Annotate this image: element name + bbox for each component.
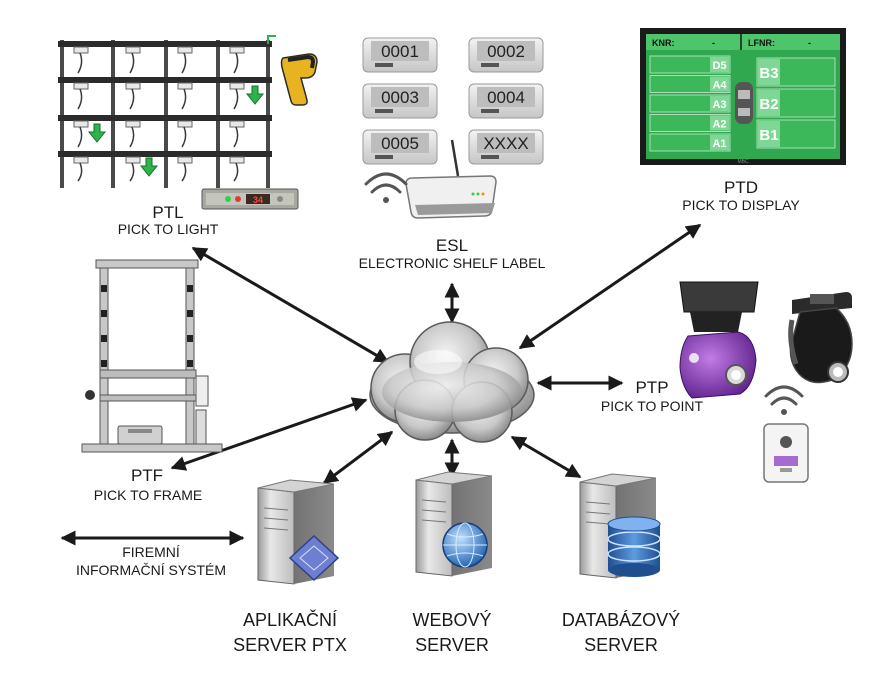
ptf-frame-image bbox=[81, 259, 223, 453]
ptp-wireless-button-image bbox=[763, 423, 809, 483]
esl-label-text: 0002 bbox=[487, 42, 525, 61]
esl-title: ESL bbox=[436, 236, 468, 255]
ptd-right-slot: B2 bbox=[756, 88, 836, 118]
barcode-icon bbox=[375, 63, 393, 67]
ptp-projector-image bbox=[679, 281, 759, 399]
car-icon bbox=[735, 82, 753, 124]
ptd-header-left-label: KNR: bbox=[652, 38, 675, 48]
esl-subtitle: ELECTRONIC SHELF LABEL bbox=[359, 255, 546, 271]
esl-label-text: 0001 bbox=[381, 42, 419, 61]
db-server-line2: SERVER bbox=[584, 635, 658, 655]
barcode-icon bbox=[481, 63, 499, 67]
wifi-icon bbox=[364, 172, 408, 203]
connection-arrows bbox=[60, 223, 702, 546]
ptd-header-left-value: - bbox=[712, 38, 715, 48]
ptd-left-slot: D5 bbox=[649, 55, 731, 74]
ptd-title: PTD bbox=[724, 178, 758, 197]
ptd-slot-label: B3 bbox=[759, 65, 778, 82]
barcode-icon bbox=[375, 155, 393, 159]
ptl-subtitle: PICK TO LIGHT bbox=[118, 221, 219, 237]
esl-label: 0001 bbox=[362, 37, 438, 73]
esl-label-text: XXXX bbox=[483, 134, 528, 153]
esl-label: XXXX bbox=[468, 129, 544, 165]
arrow-ptl-cloud bbox=[191, 246, 390, 364]
green-pick-arrow-icon bbox=[87, 85, 265, 177]
ptl-title: PTL bbox=[152, 203, 183, 222]
web-server-line2: SERVER bbox=[415, 635, 489, 655]
barcode-scanner-icon bbox=[280, 53, 318, 106]
moving-head-light-image bbox=[788, 292, 853, 384]
arrow-ptd-cloud bbox=[518, 223, 702, 350]
esl-label: 0004 bbox=[468, 83, 544, 119]
ptd-slot-label: D5 bbox=[712, 60, 726, 72]
barcode-icon bbox=[375, 109, 393, 113]
ptl-rack-image: 34 bbox=[58, 35, 318, 210]
ptd-left-slot: A1 bbox=[649, 133, 731, 152]
ptp-subtitle: PICK TO POINT bbox=[601, 398, 704, 414]
app-server-line1: APLIKAČNÍ bbox=[243, 609, 337, 630]
db-server-line1: DATABÁZOVÝ bbox=[562, 610, 680, 630]
esl-label-text: 0005 bbox=[381, 134, 419, 153]
ptd-left-slot: A3 bbox=[649, 94, 731, 113]
arrow-db-cloud bbox=[510, 435, 582, 479]
web-server-image bbox=[415, 471, 493, 577]
fis-line2: INFORMAČNÍ SYSTÉM bbox=[76, 562, 226, 578]
wifi-icon bbox=[764, 385, 804, 415]
esl-label-text: 0004 bbox=[487, 88, 525, 107]
app-server-line2: SERVER PTX bbox=[233, 635, 347, 655]
arrow-ptf-cloud bbox=[170, 397, 368, 471]
ptd-slot-label: A4 bbox=[712, 80, 727, 92]
esl-label: 0005 bbox=[362, 129, 438, 165]
barcode-icon bbox=[481, 155, 499, 159]
ptd-left-slot: A4 bbox=[649, 75, 731, 93]
ptd-header-right-label: LFNR: bbox=[748, 38, 775, 48]
ptd-subtitle: PICK TO DISPLAY bbox=[682, 197, 800, 213]
ptf-subtitle: PICK TO FRAME bbox=[94, 487, 202, 503]
ptp-title: PTP bbox=[635, 378, 668, 397]
esl-router-image bbox=[405, 139, 497, 219]
blueprint-icon bbox=[288, 534, 340, 582]
database-icon bbox=[607, 516, 661, 577]
ptd-left-slot: A2 bbox=[649, 114, 731, 132]
ptf-title: PTF bbox=[131, 466, 163, 485]
database-server-image bbox=[579, 473, 661, 579]
esl-label: 0002 bbox=[468, 37, 544, 73]
application-server-image bbox=[257, 479, 340, 585]
ptd-right-slot: B1 bbox=[756, 119, 836, 149]
ptd-slot-label: B1 bbox=[759, 127, 778, 144]
globe-icon bbox=[442, 522, 488, 568]
ptl-display-value: 34 bbox=[253, 195, 263, 205]
ptd-slot-label: A2 bbox=[712, 119, 726, 131]
web-server-line1: WEBOVÝ bbox=[412, 610, 491, 630]
esl-label-text: 0003 bbox=[381, 88, 419, 107]
node-labels: PTL PICK TO LIGHT ESL ELECTRONIC SHELF L… bbox=[76, 178, 800, 655]
ptd-slot-label: A1 bbox=[712, 138, 726, 150]
ptd-slot-label: A3 bbox=[712, 99, 726, 111]
arrow-app-cloud bbox=[322, 430, 394, 485]
ptd-slot-label: B2 bbox=[759, 96, 778, 113]
ptd-header-right-value: - bbox=[808, 38, 811, 48]
barcode-icon bbox=[481, 109, 499, 113]
ptd-brand: MBC bbox=[737, 159, 749, 165]
esl-labels: 0001 0002 0003 0004 0005 XXXX bbox=[362, 37, 544, 165]
fis-line1: FIREMNÍ bbox=[122, 544, 180, 560]
ptl-display-unit: 34 bbox=[201, 188, 299, 210]
ptd-right-slot: B3 bbox=[756, 57, 836, 87]
network-cloud bbox=[369, 321, 535, 443]
esl-label: 0003 bbox=[362, 83, 438, 119]
